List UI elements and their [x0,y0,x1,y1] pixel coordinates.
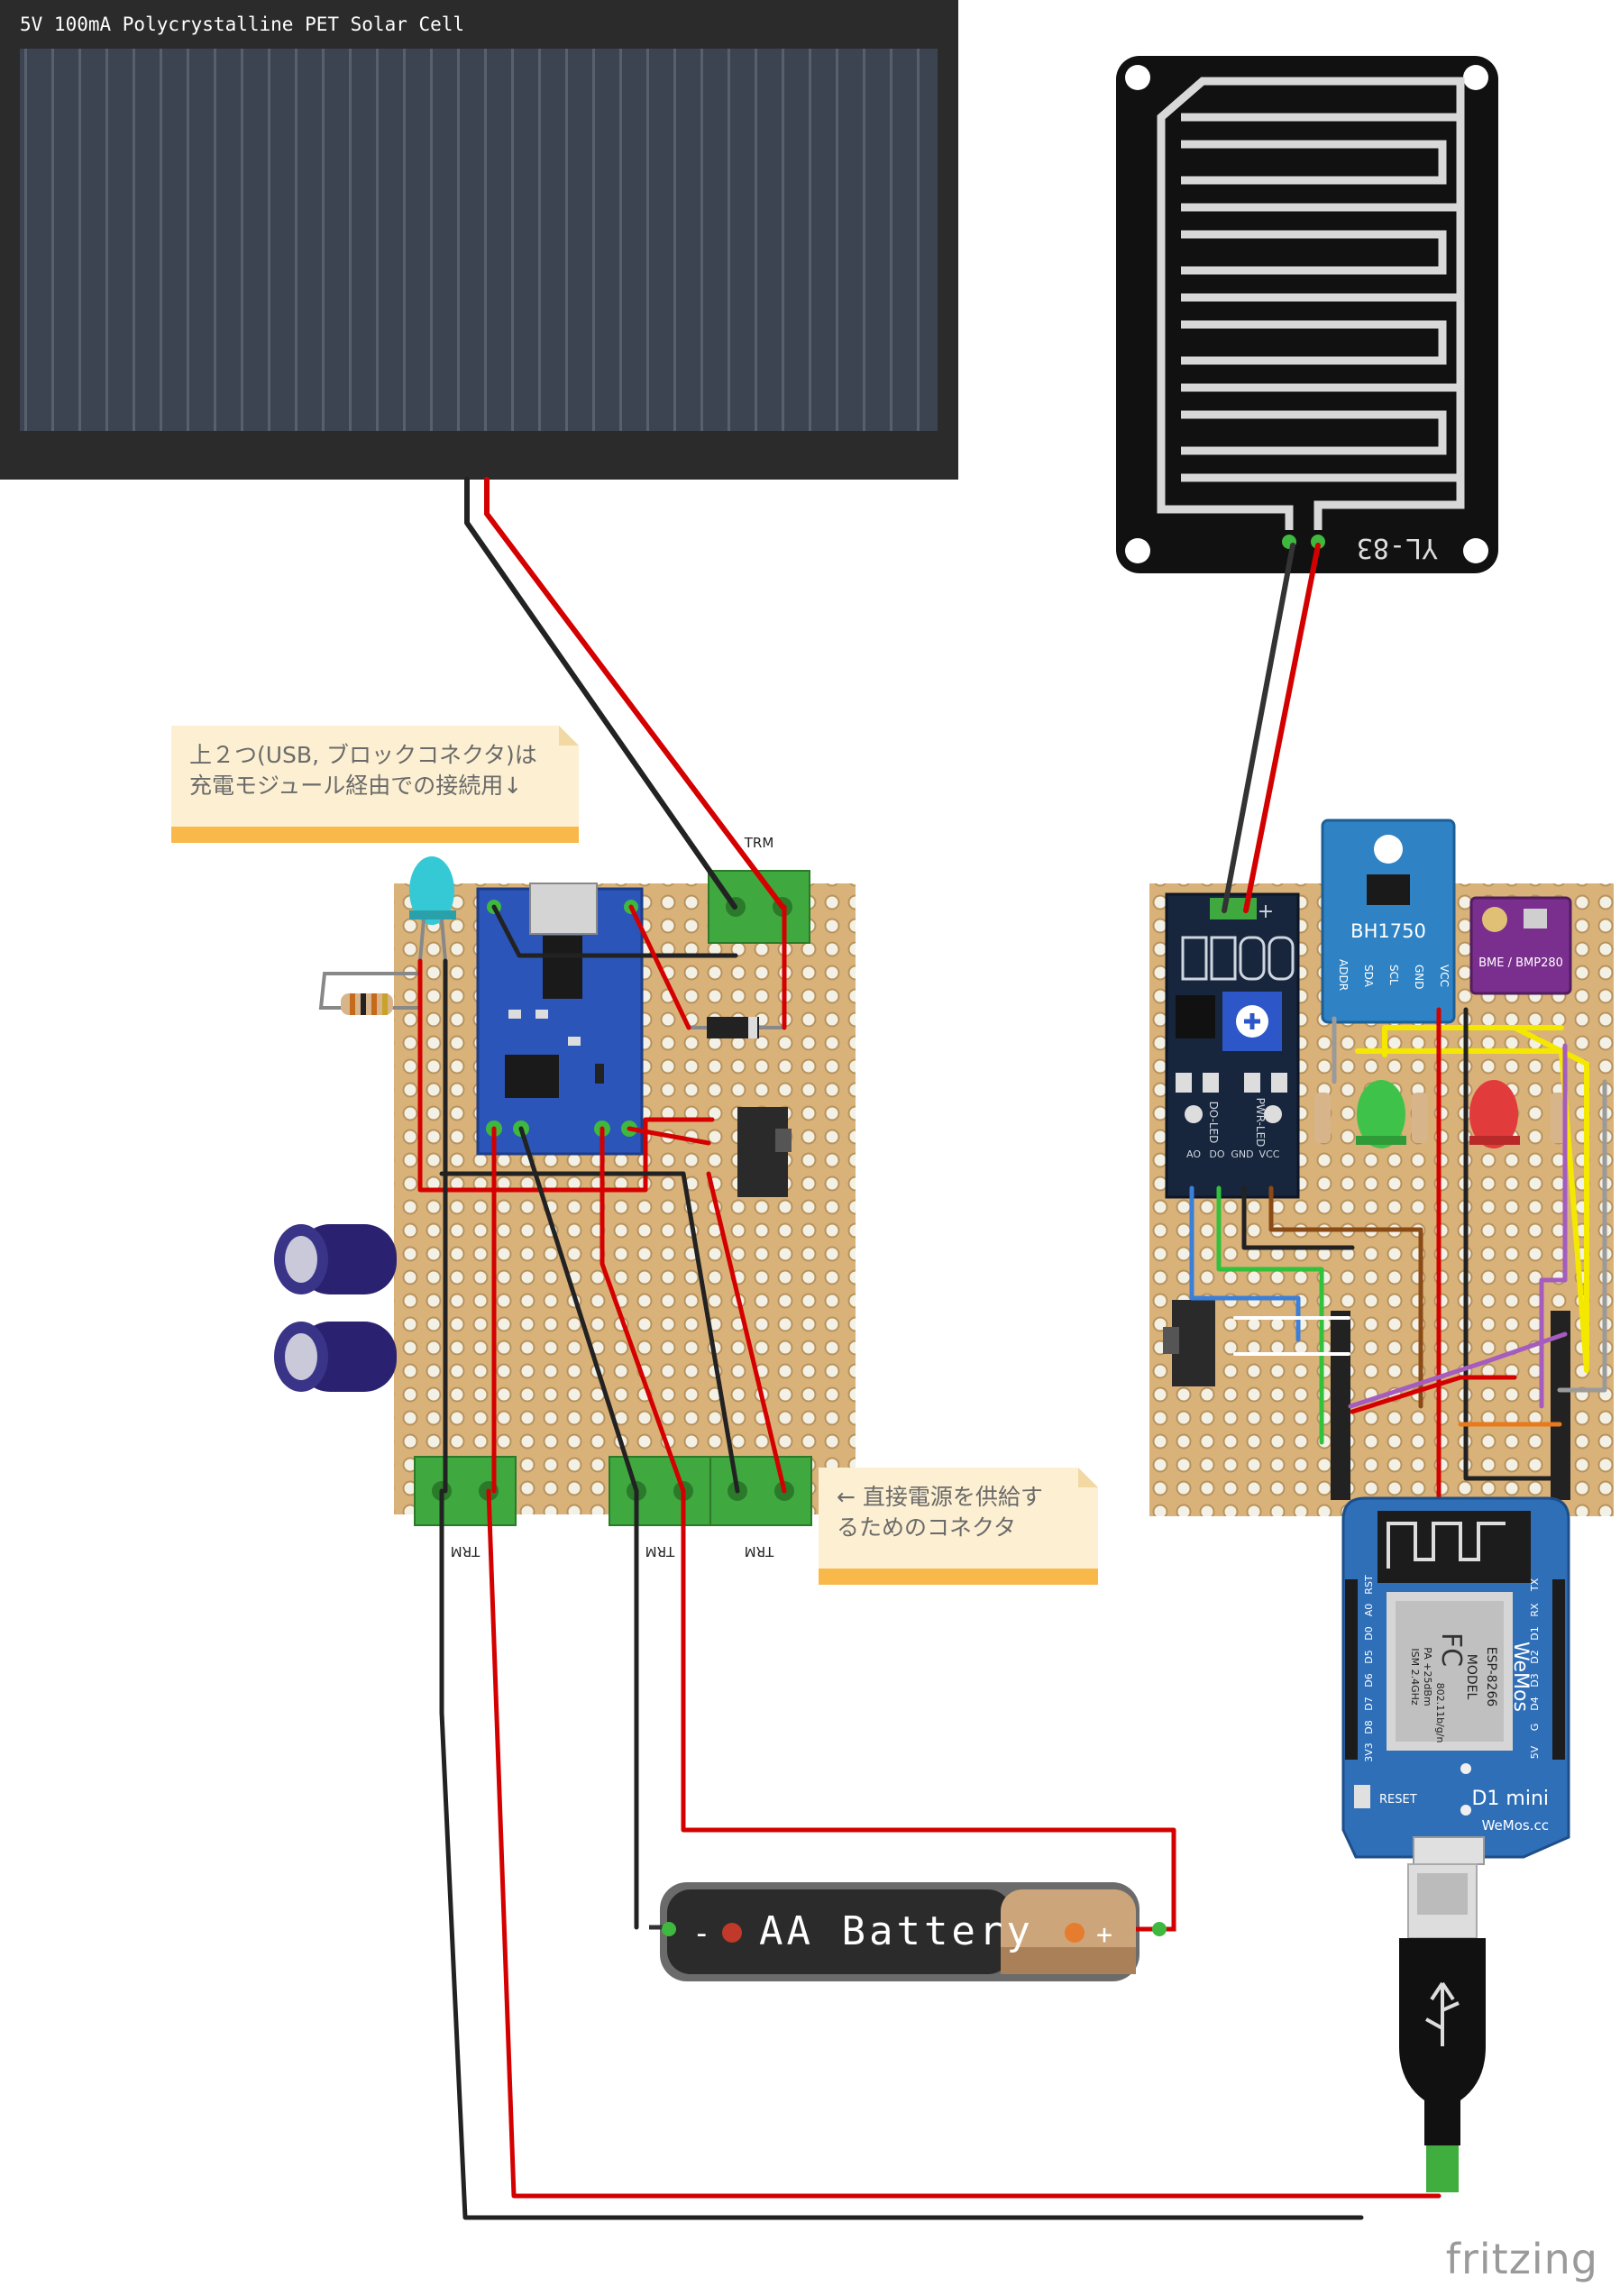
d1-pin-rst: RST [1363,1575,1375,1595]
d1-right-pins: TX RX D1 D2 D3 D4 G 5V [1529,1578,1565,1760]
d1-pin-d8: D8 [1363,1720,1375,1733]
bh1750-pin-scl: SCL [1387,965,1400,985]
terminal-label-top: TRM [744,835,774,851]
bh1750-label: BH1750 [1350,920,1426,942]
d1-mini-board: FC MODEL ESP-8266 ISM 2.4GHz PA +25dBm 8… [1341,1496,1570,1865]
pin-do-label: DO [1209,1148,1224,1160]
pin-vcc-label: VCC [1259,1148,1280,1160]
usb-cable [1399,1863,1486,2192]
resistor-left [318,972,420,1015]
d1-pin-5v: 5V [1529,1745,1541,1759]
aa-battery: - + AA Battery [649,1882,1176,1981]
terminal-label-bottom-1: TRM [451,1543,481,1560]
fritzing-logo: fritzing [1445,2235,1598,2283]
solar-cell: 5V 100mA Polycrystalline PET Solar Cell [0,0,958,480]
d1-pin-d1: D1 [1529,1626,1541,1640]
d1-site-label: WeMos.cc [1482,1817,1549,1834]
terminal-block-bottom-1: TRM [414,1456,517,1560]
d1-spec-ism: ISM 2.4GHz [1409,1648,1421,1706]
rain-sensor-plate: YL-83 [1116,56,1498,573]
capacitor-2 [274,1322,397,1392]
capacitor-1 [274,1224,397,1294]
led-green [1356,1080,1406,1148]
d1-model-label: ESP-8266 [1484,1647,1498,1707]
sticky-note-top: 上２つ(USB, ブロックコネクタ)は 充電モジュール経由での接続用↓ [171,726,579,843]
d1-name-label: D1 mini [1471,1788,1549,1810]
bh1750-pin-sda: SDA [1362,965,1375,988]
d1-left-pins: RST A0 D0 D5 D6 D7 D8 3V3 [1345,1575,1375,1762]
bh1750-pin-addr: ADDR [1337,959,1350,991]
battery-plus-label: + [1096,1919,1112,1951]
rain-sensor-label: YL-83 [1357,532,1438,563]
d1-pin-d0: D0 [1363,1626,1375,1640]
terminal-label-bottom-3: TRM [745,1543,775,1560]
battery-minus-label: - [692,1916,710,1952]
pwr-led-label: PWR-LED [1254,1098,1267,1148]
note-power-line-2: るためのコネクタ [837,1514,1017,1541]
bh1750-module: BH1750 ADDR SDA SCL GND VCC [1321,819,1456,1024]
d1-pin-rx: RX [1529,1603,1541,1617]
d1-reset-label: RESET [1379,1793,1417,1807]
d1-pin-d6: D6 [1363,1673,1375,1687]
bme280-module: BME / BMP280 [1469,896,1572,995]
terminal-block-bottom-2: TRM [609,1456,711,1560]
d1-brand-label: WeMos [1509,1642,1532,1712]
bme-label: BME / BMP280 [1478,956,1563,970]
slide-switch-left [737,1107,792,1197]
d1-spec-model: MODEL [1464,1654,1478,1700]
pin-ao-label: AO [1186,1148,1201,1160]
d1-fcc-label: FC [1435,1633,1467,1667]
wires [417,477,1607,2220]
d1-spec-wifi: 802.11b/g/n [1434,1683,1446,1743]
note-power-line-1: ← 直接電源を供給す [837,1484,1043,1510]
pin-gnd-label: GND [1231,1148,1253,1160]
led-cyan [409,856,456,962]
battery-label: AA Battery [759,1908,1034,1954]
d1-spec-pa: PA +25dBm [1422,1647,1433,1706]
terminal-block-top: TRM [708,835,810,944]
sticky-note-power: ← 直接電源を供給す るためのコネクタ [819,1468,1098,1585]
rain-sensor-module: DO-LED PWR-LED AO DO GND VCC - + [1165,892,1300,1199]
bh1750-pin-gnd: GND [1413,965,1425,990]
terminal-block-bottom-3: TRM [709,1456,812,1560]
note-top-line-2: 充電モジュール経由での接続用↓ [189,773,523,799]
header-right [1551,1311,1570,1500]
d1-pin-d3: D3 [1529,1673,1541,1687]
solar-cell-label: 5V 100mA Polycrystalline PET Solar Cell [20,14,464,35]
note-top-line-1: 上２つ(USB, ブロックコネクタ)は [189,742,537,768]
bh1750-pin-vcc: VCC [1438,965,1451,987]
charger-module [476,883,644,1156]
header-left [1331,1311,1350,1500]
d1-pin-3v3: 3V3 [1363,1743,1375,1762]
slide-switch-right [1163,1300,1215,1386]
d1-pin-d2: D2 [1529,1650,1541,1663]
d1-pin-tx: TX [1529,1578,1541,1592]
diode [689,1017,784,1038]
polarity-plus: + [1258,901,1274,923]
d1-pin-d4: D4 [1529,1697,1541,1710]
do-led-label: DO-LED [1207,1102,1220,1144]
d1-pin-a0: A0 [1363,1604,1375,1617]
d1-pin-d5: D5 [1363,1650,1375,1663]
terminal-label-bottom-2: TRM [645,1543,676,1560]
d1-pin-d7: D7 [1363,1697,1375,1710]
left-perfboard [394,883,856,1514]
led-red [1469,1080,1520,1148]
d1-pin-g: G [1529,1724,1541,1732]
